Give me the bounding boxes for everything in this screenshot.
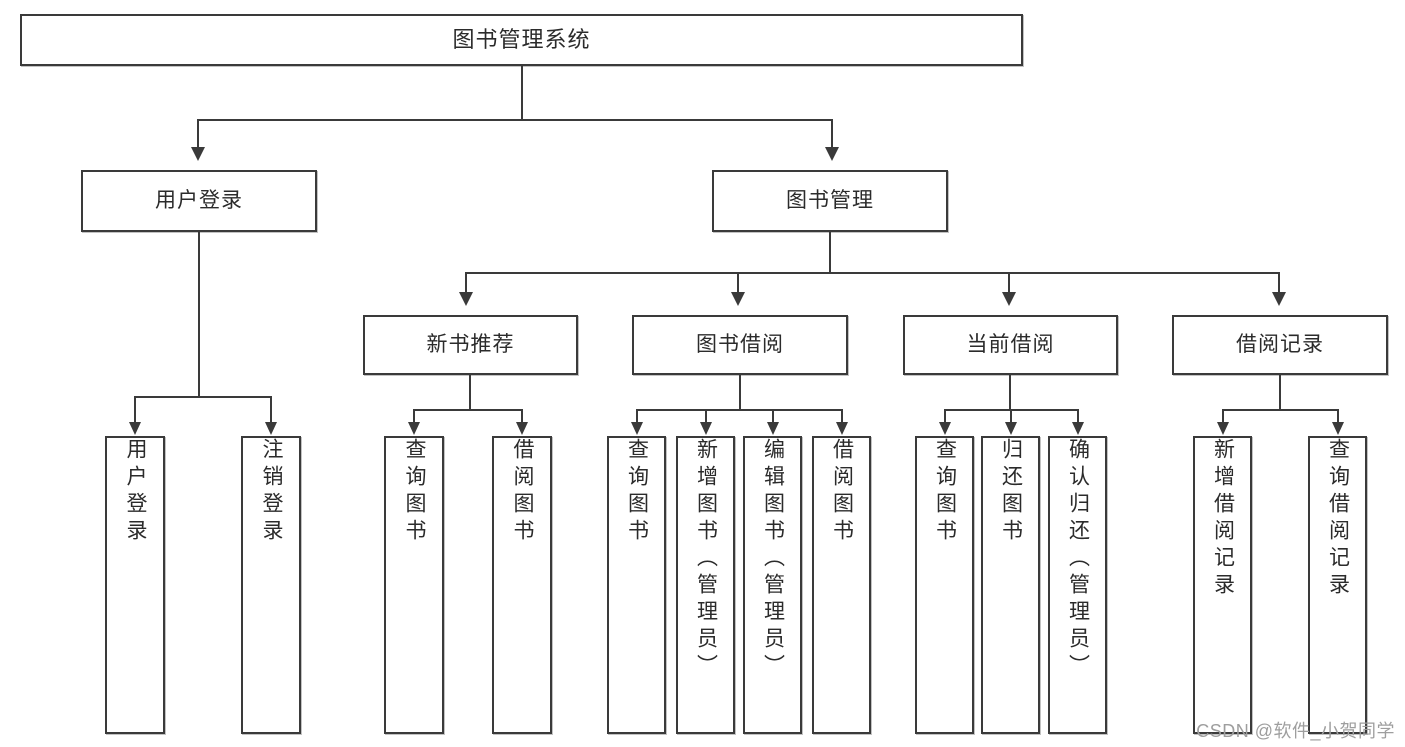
edge-user-login-bus (134, 396, 272, 398)
node-label: 查询借阅记录 (1326, 438, 1350, 600)
edge-bm-to-book-borrow (737, 272, 739, 294)
edge-bm-to-current-borrow (1008, 272, 1010, 294)
node-label: 借阅图书 (830, 438, 854, 546)
edge-nbr-to-leaf-2 (521, 409, 523, 424)
node-leaf-confirm-return[interactable]: 确认归还（管理员） (1048, 436, 1107, 734)
node-label: 用户登录 (124, 438, 148, 546)
arrowhead-bm-to-current-borrow (1002, 292, 1016, 306)
node-label: 图书管理 (786, 189, 874, 213)
arrowhead-nbr-to-leaf-1 (408, 422, 420, 435)
node-leaf-borrow-book-2[interactable]: 借阅图书 (812, 436, 871, 734)
edge-br-to-leaf-1 (1222, 409, 1224, 424)
arrowhead-br-to-leaf-1 (1217, 422, 1229, 435)
arrowhead-user-login-to-leaf-1 (129, 422, 141, 435)
arrowhead-user-login-to-leaf-2 (265, 422, 277, 435)
node-current-borrow[interactable]: 当前借阅 (903, 315, 1118, 375)
arrowhead-bm-to-book-borrow (731, 292, 745, 306)
node-leaf-query-book-1[interactable]: 查询图书 (384, 436, 444, 734)
node-book-borrow[interactable]: 图书借阅 (632, 315, 848, 375)
arrowhead-cb-to-leaf-2 (1005, 422, 1017, 435)
node-label: 新增图书（管理员） (694, 438, 718, 681)
node-book-management[interactable]: 图书管理 (712, 170, 948, 232)
node-leaf-user-login[interactable]: 用户登录 (105, 436, 165, 734)
edge-bm-to-borrow-record (1278, 272, 1280, 294)
arrowhead-root-to-book-management (825, 147, 839, 161)
edge-nbr-stem (469, 375, 471, 409)
arrowhead-bb-to-leaf-3 (767, 422, 779, 435)
arrowhead-br-to-leaf-2 (1332, 422, 1344, 435)
node-label: 归还图书 (999, 438, 1023, 546)
edge-root-stem (521, 66, 523, 119)
edge-bb-to-leaf-3 (772, 409, 774, 424)
node-label: 查询图书 (933, 438, 957, 546)
node-label: 编辑图书（管理员） (761, 438, 785, 681)
node-leaf-add-book[interactable]: 新增图书（管理员） (676, 436, 735, 734)
edge-bb-to-leaf-2 (705, 409, 707, 424)
edge-user-login-to-leaf-1 (134, 396, 136, 424)
edge-root-to-book-management (831, 119, 833, 149)
node-label: 用户登录 (155, 189, 243, 213)
node-leaf-edit-book[interactable]: 编辑图书（管理员） (743, 436, 802, 734)
node-user-login[interactable]: 用户登录 (81, 170, 317, 232)
node-root-system[interactable]: 图书管理系统 (20, 14, 1023, 66)
edge-user-login-stem (198, 232, 200, 396)
edge-root-to-user-login (197, 119, 199, 149)
node-leaf-query-book-3[interactable]: 查询图书 (915, 436, 974, 734)
node-borrow-record[interactable]: 借阅记录 (1172, 315, 1388, 375)
arrowhead-bb-to-leaf-1 (631, 422, 643, 435)
edge-root-bus (197, 119, 833, 121)
node-leaf-return-book[interactable]: 归还图书 (981, 436, 1040, 734)
edge-cb-to-leaf-1 (944, 409, 946, 424)
node-leaf-user-logout[interactable]: 注销登录 (241, 436, 301, 734)
edge-bb-to-leaf-1 (636, 409, 638, 424)
edge-br-bus (1222, 409, 1339, 411)
arrowhead-cb-to-leaf-1 (939, 422, 951, 435)
node-label: 当前借阅 (966, 333, 1055, 357)
node-new-book-recommend[interactable]: 新书推荐 (363, 315, 578, 375)
node-label: 新增借阅记录 (1211, 438, 1235, 600)
arrowhead-root-to-user-login (191, 147, 205, 161)
node-label: 注销登录 (260, 438, 284, 546)
node-label: 图书借阅 (696, 333, 784, 357)
edge-br-stem (1279, 375, 1281, 409)
arrowhead-bb-to-leaf-2 (700, 422, 712, 435)
edge-book-management-stem (829, 232, 831, 272)
edge-cb-to-leaf-2 (1010, 409, 1012, 424)
node-leaf-add-record[interactable]: 新增借阅记录 (1193, 436, 1252, 734)
arrowhead-bb-to-leaf-4 (836, 422, 848, 435)
node-label: 确认归还（管理员） (1066, 438, 1090, 681)
arrowhead-nbr-to-leaf-2 (516, 422, 528, 435)
edge-nbr-bus (413, 409, 523, 411)
node-label: 查询图书 (403, 438, 427, 546)
arrowhead-bm-to-borrow-record (1272, 292, 1286, 306)
watermark-text: CSDN @软件_小贺同学 (1196, 721, 1395, 741)
edge-bm-to-new-book-recommend (465, 272, 467, 294)
arrowhead-bm-to-new-book-recommend (459, 292, 473, 306)
node-leaf-borrow-book-1[interactable]: 借阅图书 (492, 436, 552, 734)
node-label: 借阅图书 (511, 438, 535, 546)
node-label: 图书管理系统 (452, 26, 591, 52)
edge-user-login-to-leaf-2 (270, 396, 272, 424)
edge-cb-stem (1009, 375, 1011, 409)
node-label: 查询图书 (625, 438, 649, 546)
arrowhead-cb-to-leaf-3 (1072, 422, 1084, 435)
node-label: 新书推荐 (426, 333, 515, 357)
edge-bb-stem (739, 375, 741, 409)
node-label: 借阅记录 (1236, 333, 1324, 357)
node-leaf-query-book-2[interactable]: 查询图书 (607, 436, 666, 734)
edge-bb-to-leaf-4 (841, 409, 843, 424)
edge-br-to-leaf-2 (1337, 409, 1339, 424)
node-leaf-query-record[interactable]: 查询借阅记录 (1308, 436, 1367, 734)
edge-book-management-bus (465, 272, 1280, 274)
edge-bb-bus (636, 409, 842, 411)
edge-nbr-to-leaf-1 (413, 409, 415, 424)
edge-cb-to-leaf-3 (1077, 409, 1079, 424)
